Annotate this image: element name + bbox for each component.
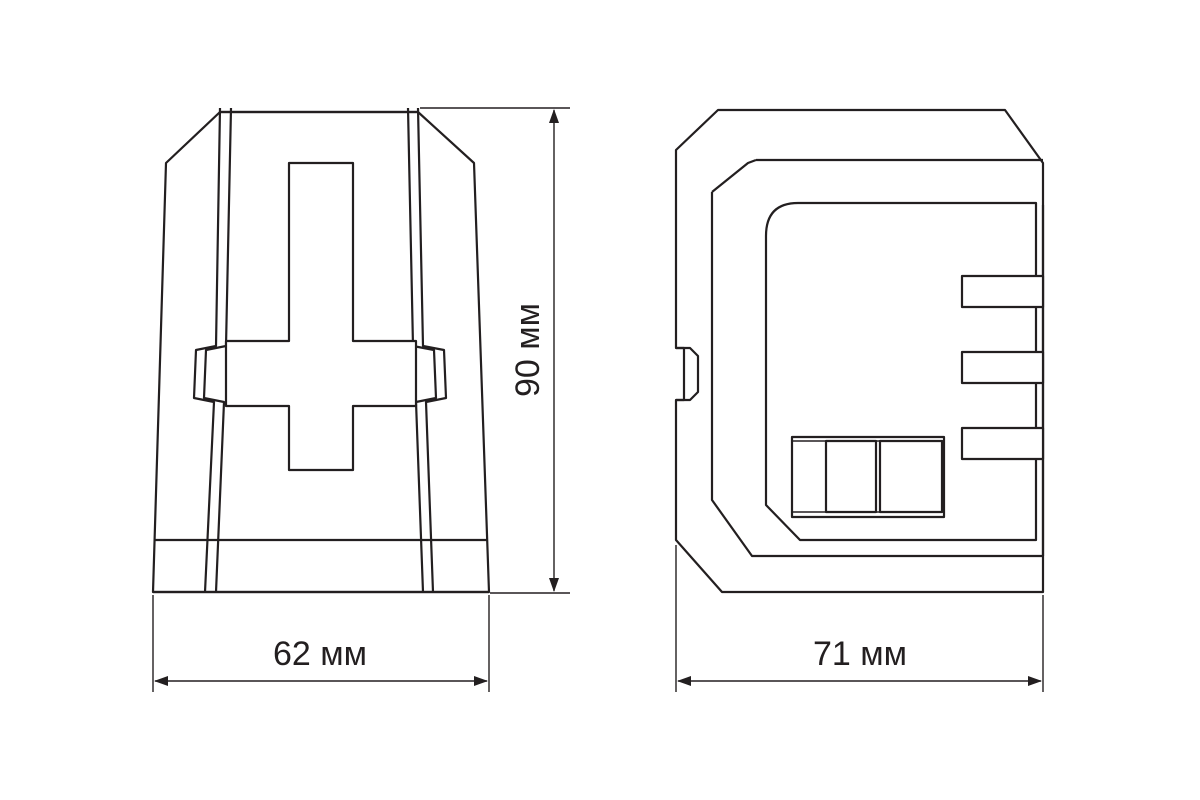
height-dimension: 90 мм bbox=[420, 107, 570, 594]
side-view bbox=[674, 108, 1045, 594]
side-tab-middle bbox=[960, 350, 1045, 385]
side-width-label: 71 мм bbox=[813, 635, 907, 673]
front-width-dimension: 62 мм bbox=[152, 595, 490, 692]
power-switch bbox=[790, 435, 946, 519]
side-width-dimension: 71 мм bbox=[675, 545, 1044, 692]
side-tab-top bbox=[960, 274, 1045, 309]
side-tab-bottom bbox=[960, 426, 1045, 461]
side-notch bbox=[676, 346, 700, 402]
front-left-rail bbox=[192, 107, 222, 593]
front-width-label: 62 мм bbox=[273, 635, 367, 673]
cross-window bbox=[224, 161, 418, 472]
height-label: 90 мм bbox=[509, 303, 547, 397]
front-view bbox=[151, 107, 491, 594]
front-right-rail bbox=[416, 107, 448, 593]
